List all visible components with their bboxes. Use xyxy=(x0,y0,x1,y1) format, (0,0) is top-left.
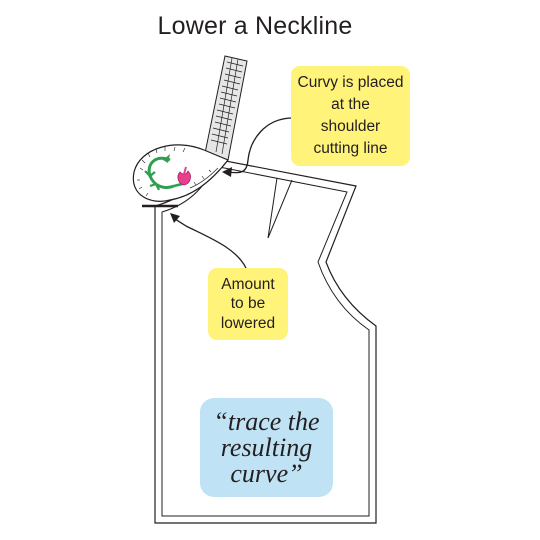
callout-line: Curvy is placed xyxy=(297,74,404,91)
callout-line: Amount xyxy=(221,275,275,293)
arrow-icon xyxy=(170,213,247,269)
bodice-seam-line xyxy=(161,165,370,517)
trace-curve-callout: “trace the resulting curve” xyxy=(200,398,333,497)
amount-lowered-callout: Amount to be lowered xyxy=(208,268,288,340)
shoulder-dart xyxy=(267,177,293,239)
callout-line: resulting xyxy=(220,432,313,462)
page-title: Lower a Neckline xyxy=(157,12,353,40)
callout-line: at the xyxy=(331,96,370,113)
callout-line: to be xyxy=(230,295,266,313)
arrow-icon xyxy=(222,117,294,177)
flower-logo-icon xyxy=(144,154,191,191)
callout-line: shoulder xyxy=(320,118,381,135)
callout-line: “trace the xyxy=(213,406,320,436)
curvy-placement-callout: Curvy is placed at the shoulder cutting … xyxy=(291,66,410,166)
callout-line: cutting line xyxy=(313,140,388,157)
callout-line: curve” xyxy=(230,458,303,488)
callout-line: lowered xyxy=(220,314,276,332)
